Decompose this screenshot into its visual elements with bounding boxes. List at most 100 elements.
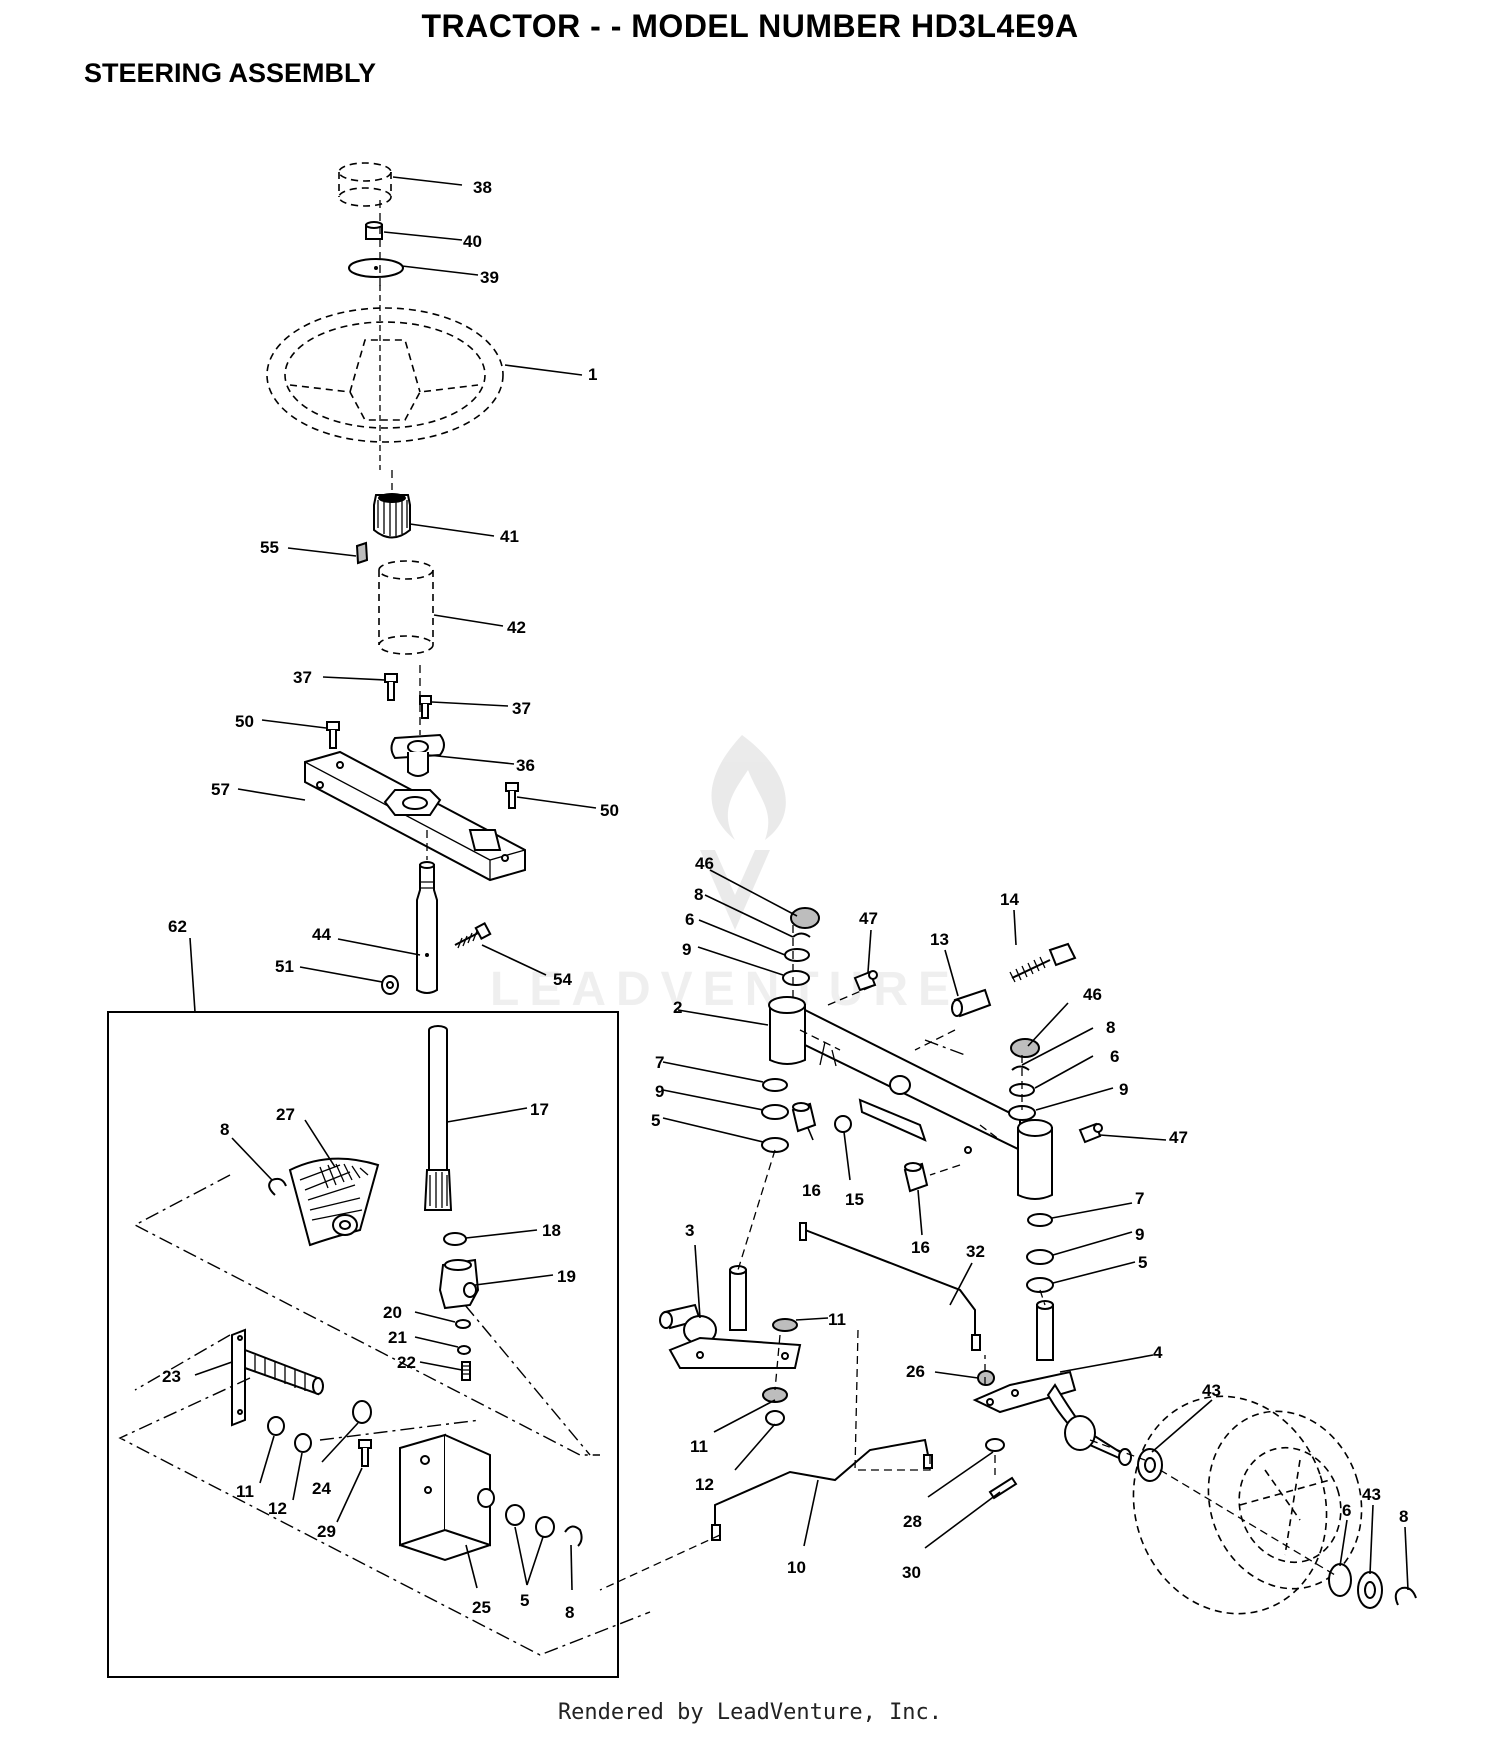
pivot-bolt [1009, 942, 1077, 983]
callout-57: 57 [211, 780, 230, 799]
callout-3: 3 [685, 1221, 694, 1240]
nut [977, 1370, 995, 1386]
callout-43: 43 [1362, 1485, 1381, 1504]
washer [1328, 1563, 1352, 1597]
callout-25: 25 [472, 1598, 491, 1617]
callout-19: 19 [557, 1267, 576, 1286]
page-title: TRACTOR - - MODEL NUMBER HD3L4E9A [421, 8, 1079, 44]
bolt [419, 695, 432, 719]
callout-17: 17 [530, 1100, 549, 1119]
bolt [326, 721, 340, 749]
support-bracket [399, 1433, 495, 1562]
callout-39: 39 [480, 268, 499, 287]
dust-cap [790, 907, 820, 929]
callout-29: 29 [317, 1522, 336, 1541]
callout-8: 8 [1106, 1018, 1115, 1037]
sleeve [378, 560, 434, 655]
key [355, 541, 369, 565]
steering-bracket [304, 750, 526, 882]
callout-2: 2 [673, 998, 682, 1017]
footer-credit: Rendered by LeadVenture, Inc. [557, 1700, 943, 1725]
callout-9: 9 [1119, 1080, 1128, 1099]
callout-5: 5 [1138, 1253, 1147, 1272]
callout-12: 12 [695, 1475, 714, 1494]
callout-27: 27 [276, 1105, 295, 1124]
alignment-lines [118, 1174, 651, 1656]
callout-30: 30 [902, 1563, 921, 1582]
spacer [791, 1102, 817, 1133]
callout-15: 15 [845, 1190, 864, 1209]
callout-11: 11 [236, 1482, 254, 1501]
nut [834, 1115, 852, 1133]
bushing [352, 1400, 372, 1424]
pivot-bushing [951, 988, 992, 1018]
callout-18: 18 [542, 1221, 561, 1240]
nut [365, 221, 383, 240]
callout-10: 10 [787, 1558, 806, 1577]
callout-5: 5 [651, 1111, 660, 1130]
callout-5: 5 [520, 1591, 529, 1610]
callout-50: 50 [600, 801, 619, 820]
sector-gear [288, 1157, 380, 1247]
callout-23: 23 [162, 1367, 181, 1386]
callout-9: 9 [1135, 1225, 1144, 1244]
right-spindle [972, 1300, 1132, 1466]
flange-bushing [390, 733, 445, 777]
left-spindle [659, 1265, 802, 1369]
callout-1: 1 [588, 365, 597, 384]
washer [784, 948, 810, 962]
callout-7: 7 [655, 1053, 664, 1072]
thrust-washer [762, 1078, 788, 1092]
washer [985, 1438, 1005, 1452]
inset-box [107, 1011, 619, 1678]
callout-8: 8 [1399, 1507, 1408, 1526]
alignment-lines [924, 1039, 966, 1056]
cotter-pin [988, 1476, 1018, 1500]
steering-cap [338, 162, 392, 207]
callout-6: 6 [685, 910, 694, 929]
bolt [358, 1439, 372, 1467]
washer [772, 1318, 798, 1332]
callout-50: 50 [235, 712, 254, 731]
callout-11: 11 [828, 1310, 846, 1329]
washer [761, 1137, 789, 1153]
washer [267, 1416, 285, 1436]
e-clip [268, 1177, 287, 1196]
front-wheel [1132, 1395, 1363, 1615]
callout-6: 6 [1342, 1501, 1351, 1520]
washer [762, 1387, 788, 1403]
callout-4: 4 [1153, 1343, 1163, 1362]
spacer [903, 1162, 929, 1193]
callout-43: 43 [1202, 1381, 1221, 1400]
e-clip [792, 932, 811, 938]
steering-arm [231, 1328, 324, 1427]
thrust-washer [1027, 1213, 1053, 1227]
lock-washer [457, 1345, 471, 1355]
callout-9: 9 [682, 940, 691, 959]
callout-47: 47 [1169, 1128, 1188, 1147]
callout-8: 8 [220, 1120, 229, 1139]
callout-47: 47 [859, 909, 878, 928]
callout-21: 21 [388, 1328, 407, 1347]
bearing [761, 1104, 789, 1120]
bolt [454, 922, 492, 949]
callout-labels: 38 40 39 1 41 55 42 37 37 50 36 57 50 62… [162, 178, 1408, 1622]
callout-20: 20 [383, 1303, 402, 1322]
callout-8: 8 [565, 1603, 574, 1622]
washer [1364, 1581, 1376, 1599]
bolt [505, 782, 519, 809]
callout-38: 38 [473, 178, 492, 197]
dust-cap [1010, 1038, 1040, 1058]
steering-shaft [416, 861, 438, 994]
washer-plate [348, 258, 404, 278]
callout-44: 44 [312, 925, 331, 944]
callout-42: 42 [507, 618, 526, 637]
callout-46: 46 [695, 854, 714, 873]
bearing [1008, 1105, 1036, 1121]
callout-37: 37 [512, 699, 531, 718]
washer [1026, 1277, 1054, 1293]
washer [455, 1319, 471, 1329]
e-clip [1394, 1586, 1417, 1606]
leader-lines [189, 176, 1409, 1591]
